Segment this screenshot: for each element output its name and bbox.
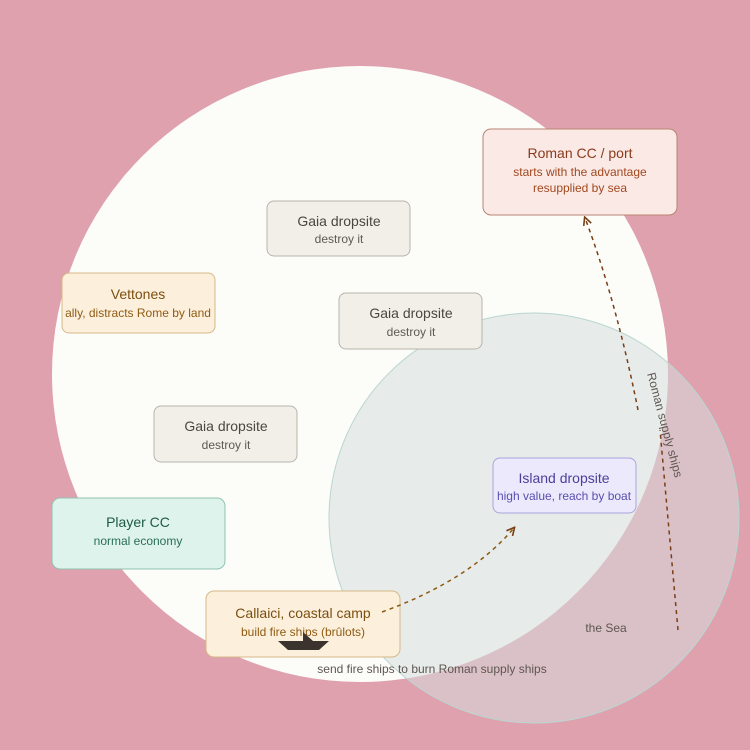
- vettones-sub: ally, distracts Rome by land: [65, 306, 211, 320]
- node-gaia-dropsite-2[interactable]: Gaia dropsite destroy it: [338, 292, 483, 350]
- gaia1-title: Gaia dropsite: [297, 213, 380, 229]
- ship-icon: [278, 632, 329, 650]
- node-player-cc[interactable]: Player CC normal economy: [51, 497, 226, 570]
- roman-title: Roman CC / port: [527, 145, 632, 161]
- player-sub: normal economy: [94, 534, 183, 548]
- player-title: Player CC: [106, 514, 170, 530]
- node-roman-cc[interactable]: Roman CC / port starts with the advantag…: [482, 128, 678, 216]
- island-title: Island dropsite: [518, 470, 609, 486]
- node-vettones[interactable]: Vettones ally, distracts Rome by land: [61, 272, 216, 334]
- fire-ships-instruction: send fire ships to burn Roman supply shi…: [317, 662, 546, 676]
- node-gaia-dropsite-3[interactable]: Gaia dropsite destroy it: [153, 405, 298, 463]
- roman-line2: resupplied by sea: [533, 181, 627, 195]
- callaici-title: Callaici, coastal camp: [235, 605, 371, 621]
- gaia3-title: Gaia dropsite: [184, 418, 267, 434]
- gaia2-sub: destroy it: [387, 325, 436, 339]
- island-sub: high value, reach by boat: [497, 489, 632, 503]
- gaia3-sub: destroy it: [202, 438, 251, 452]
- node-gaia-dropsite-1[interactable]: Gaia dropsite destroy it: [266, 200, 411, 257]
- vettones-title: Vettones: [111, 286, 166, 302]
- sea-label: the Sea: [585, 621, 627, 635]
- gaia2-title: Gaia dropsite: [369, 305, 452, 321]
- sea-region: [328, 312, 740, 724]
- gaia1-sub: destroy it: [315, 232, 364, 246]
- roman-line1: starts with the advantage: [513, 165, 647, 179]
- supply-route-arrow: [585, 218, 679, 631]
- node-island-dropsite[interactable]: Island dropsite high value, reach by boa…: [492, 457, 637, 514]
